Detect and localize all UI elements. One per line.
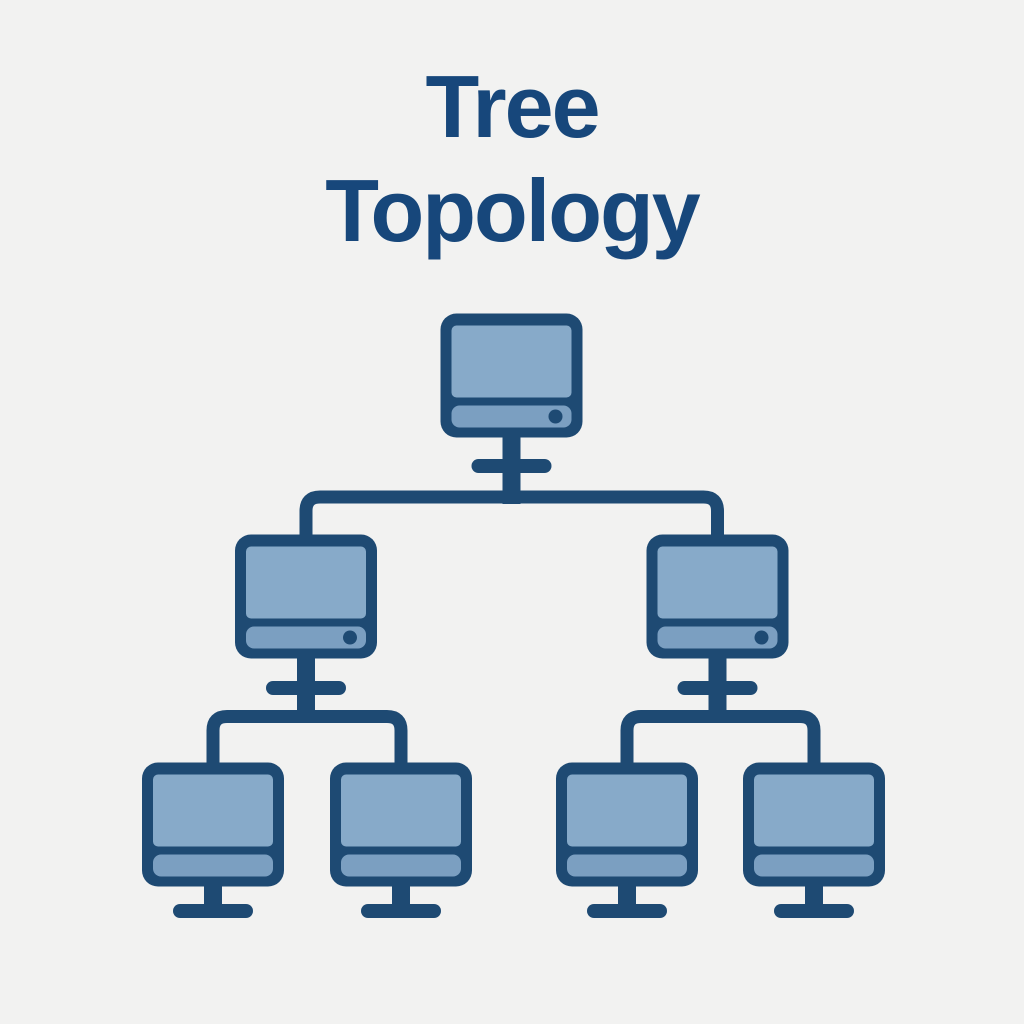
desktop-computer-icon	[556, 762, 698, 887]
title-line-2: Topology	[325, 161, 700, 260]
computer-node-leaf-2	[330, 762, 472, 918]
connector-hubright-to-leaves	[620, 710, 821, 770]
desktop-computer-icon	[235, 534, 377, 659]
computer-node-leaf-1	[142, 762, 284, 918]
root-crossbar	[471, 459, 552, 473]
leaf-3-base	[587, 904, 667, 918]
desktop-computer-icon	[743, 762, 885, 887]
desktop-computer-icon	[440, 313, 583, 438]
computer-node-root	[440, 313, 583, 504]
title-line-1: Tree	[425, 57, 600, 156]
leaf-2-base	[361, 904, 441, 918]
desktop-computer-icon	[646, 534, 789, 659]
computer-node-hub-left	[235, 534, 377, 723]
leaf-1-base	[173, 904, 253, 918]
connector-hubleft-to-leaves	[206, 710, 408, 770]
computer-node-leaf-3	[556, 762, 698, 918]
hub-right-crossbar	[677, 681, 758, 695]
hub-left-crossbar	[266, 681, 346, 695]
desktop-computer-icon	[142, 762, 284, 887]
page-title: Tree Topology	[0, 55, 1024, 263]
computer-node-leaf-4	[743, 762, 885, 918]
leaf-4-base	[774, 904, 854, 918]
desktop-computer-icon	[330, 762, 472, 887]
computer-node-hub-right	[646, 534, 789, 723]
